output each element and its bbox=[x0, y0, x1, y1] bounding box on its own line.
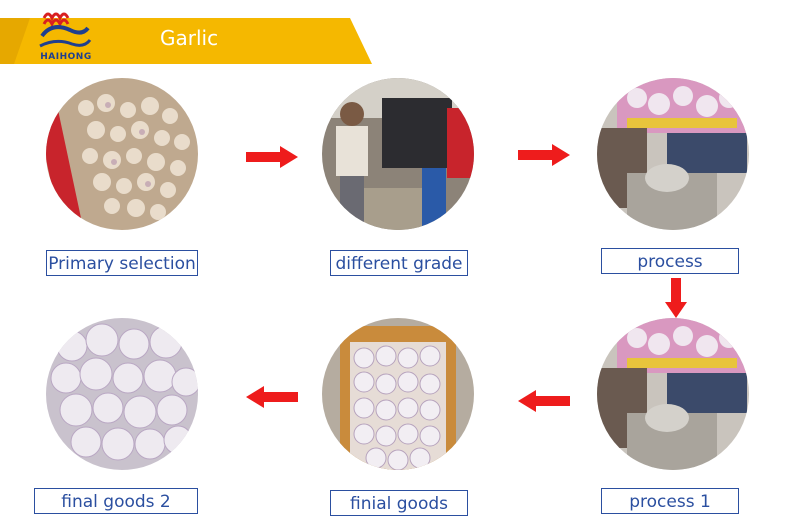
arrow-right-icon bbox=[518, 144, 570, 170]
arrow-down-icon bbox=[665, 278, 687, 322]
logo-text: HAIHONG bbox=[40, 52, 92, 62]
page-title: Garlic bbox=[160, 26, 219, 50]
step-label-process: process bbox=[601, 248, 739, 274]
primary-selection-photo bbox=[46, 78, 198, 230]
haihong-logo bbox=[30, 8, 102, 66]
different-grade-photo bbox=[322, 78, 474, 230]
step-label-different-grade: different grade bbox=[330, 250, 468, 276]
arrow-left-icon bbox=[246, 386, 298, 412]
final-goods-2-photo bbox=[46, 318, 198, 470]
header-banner bbox=[0, 18, 372, 64]
arrow-left-icon bbox=[518, 390, 570, 416]
step-label-final-goods-2: final goods 2 bbox=[34, 488, 198, 514]
arrow-right-icon bbox=[246, 146, 298, 172]
step-label-process-1: process 1 bbox=[601, 488, 739, 514]
step-label-finial-goods: finial goods bbox=[330, 490, 468, 516]
step-label-primary-selection: Primary selection bbox=[46, 250, 198, 276]
process-photo bbox=[597, 78, 749, 230]
finial-goods-photo bbox=[322, 318, 474, 470]
process-1-photo bbox=[597, 318, 749, 470]
